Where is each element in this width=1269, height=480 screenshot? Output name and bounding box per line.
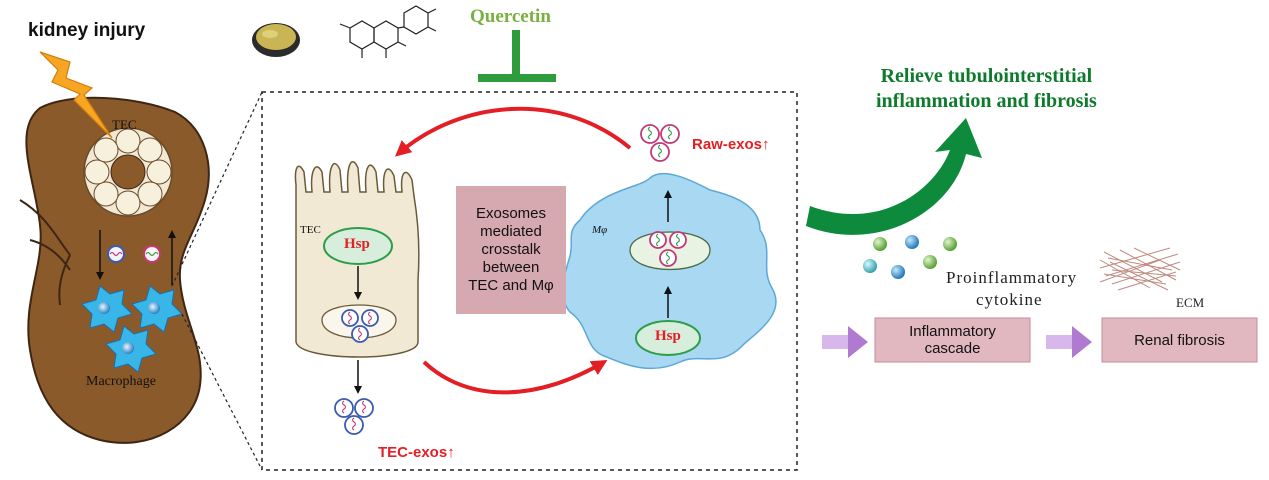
kidney-vesicle [107,245,125,263]
quercetin-powder-icon [252,23,300,57]
tec-hsp-nucleus [323,227,393,265]
tec-endosome-vesicle [341,309,359,327]
tubule-cross-section [83,127,173,217]
macrophage-hsp-nucleus [635,320,701,356]
macrophage-label: Macrophage [86,374,156,389]
crosstalk-line-5: TEC and Mφ [468,277,554,294]
kidney-illustration [19,51,210,444]
relieve-line-1: Relieve tubulointerstitial [880,65,1093,87]
macrophage-icon [131,285,183,333]
lightning-icon [39,51,113,139]
crosstalk-box-bg [456,186,566,314]
macrophage-icon [105,325,157,373]
arrow-mphi-to-tec [394,106,632,157]
macrophage-endosome-vesicle [659,249,677,267]
purple-arrow-2 [1046,326,1092,358]
crosstalk-line-2: mediated [480,223,542,240]
purple-arrow-1 [822,326,868,358]
tec-endosome-vesicle [351,325,369,343]
hsp-tec-label: Hsp [344,236,370,252]
tec-exos-up-arrow: ↑ [447,444,455,461]
relieve-arrow [806,118,982,235]
crosstalk-line-4: between [482,259,540,276]
cytokine-label: cytokine [976,290,1043,309]
quercetin-structure-icon [339,5,437,58]
proinflammatory-label: Proinflammatory [946,268,1078,287]
macrophage-cell [562,172,777,370]
renal-fibrosis-box: Renal fibrosis [1134,331,1225,349]
inhibition-bar-icon [478,30,556,82]
arrow-tec-to-mphi [422,359,608,395]
hsp-macrophage-label: Hsp [655,328,681,344]
kidney-injury-label: kidney injury [28,20,146,41]
zoom-line-bottom [181,313,263,471]
mphi-cell-label: Mφ [592,224,608,236]
macrophage-icon [81,285,133,333]
tec-kidney-label: TEC [112,117,137,132]
inflammatory-cascade-line-2: cascade [924,340,981,357]
tec-endosome-vesicle [361,309,379,327]
relieve-label: Relieve tubulointerstitial inflammation … [876,64,1097,114]
inflammatory-cascade-box: Inflammatory cascade [875,318,1030,362]
inflammatory-cascade-box-bg [874,317,1031,363]
macrophage-endosome-vesicle [669,231,687,249]
tec-exos-label: TEC-exos↑ [378,444,455,461]
crosstalk-line-1: Exosomes [475,205,547,222]
kidney-vesicle [143,245,161,263]
relieve-line-2: inflammation and fibrosis [876,90,1097,112]
raw-exos-text: Raw-exos [692,136,763,153]
renal-fibrosis-box-bg [1101,317,1258,363]
raw-exos-vesicles [640,124,680,162]
tec-exos-text: TEC-exos [378,444,448,461]
cytokine-dots [863,235,957,279]
tec-exos-vesicles [334,398,374,435]
quercetin-label: Quercetin [470,6,551,27]
macrophage-endosome-vesicle [649,231,667,249]
ecm-fibers [1099,247,1181,291]
inflammatory-cascade-line-1: Inflammatory [909,322,996,340]
ecm-label: ECM [1176,295,1205,310]
crosstalk-box: Exosomes mediated crosstalk between TEC … [456,186,566,314]
zoom-box [261,91,798,471]
raw-exos-label: Raw-exos↑ [692,136,770,153]
raw-exos-up-arrow: ↑ [762,136,770,153]
tec-cell [294,161,420,394]
crosstalk-line-3: crosstalk [481,241,541,258]
tec-cell-label: TEC [300,224,321,236]
